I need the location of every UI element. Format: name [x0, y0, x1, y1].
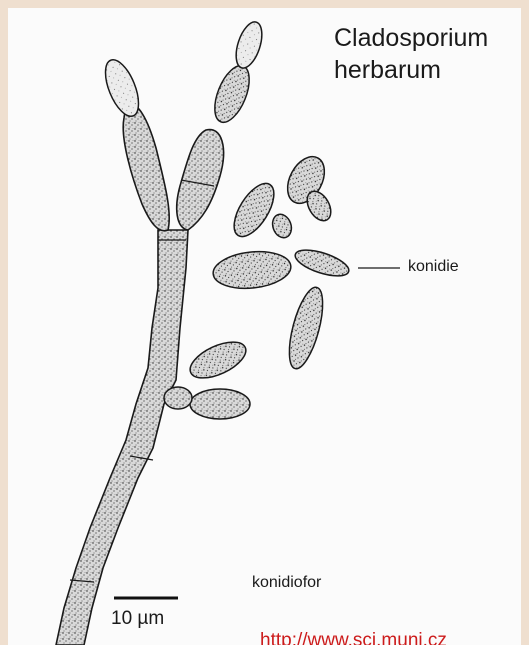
conidiophore-label: konidiofor	[252, 574, 321, 592]
conidium	[226, 177, 282, 243]
conidiophore-stalk	[56, 230, 188, 645]
apical-conidium	[231, 19, 267, 71]
branch-cell	[164, 387, 192, 409]
species-title-genus: Cladosporium	[334, 23, 488, 53]
branch-conidium	[190, 389, 250, 419]
conidium	[211, 248, 292, 292]
conidium-chain-right	[177, 130, 224, 230]
conidium-chain-left	[123, 103, 169, 230]
conidium	[269, 212, 294, 241]
conidium	[292, 245, 351, 281]
scale-bar-label: 10 µm	[111, 608, 164, 630]
branch-conidium	[185, 335, 251, 386]
cladosporium-illustration	[8, 8, 521, 645]
species-title-epithet: herbarum	[334, 55, 441, 85]
conidia-label: konidie	[408, 258, 459, 276]
source-link[interactable]: http://www.sci.muni.cz	[260, 630, 447, 645]
figure-frame: Cladosporium herbarum konidie konidiofor…	[8, 8, 521, 645]
conidium	[283, 284, 330, 372]
chain-conidium	[208, 61, 256, 127]
